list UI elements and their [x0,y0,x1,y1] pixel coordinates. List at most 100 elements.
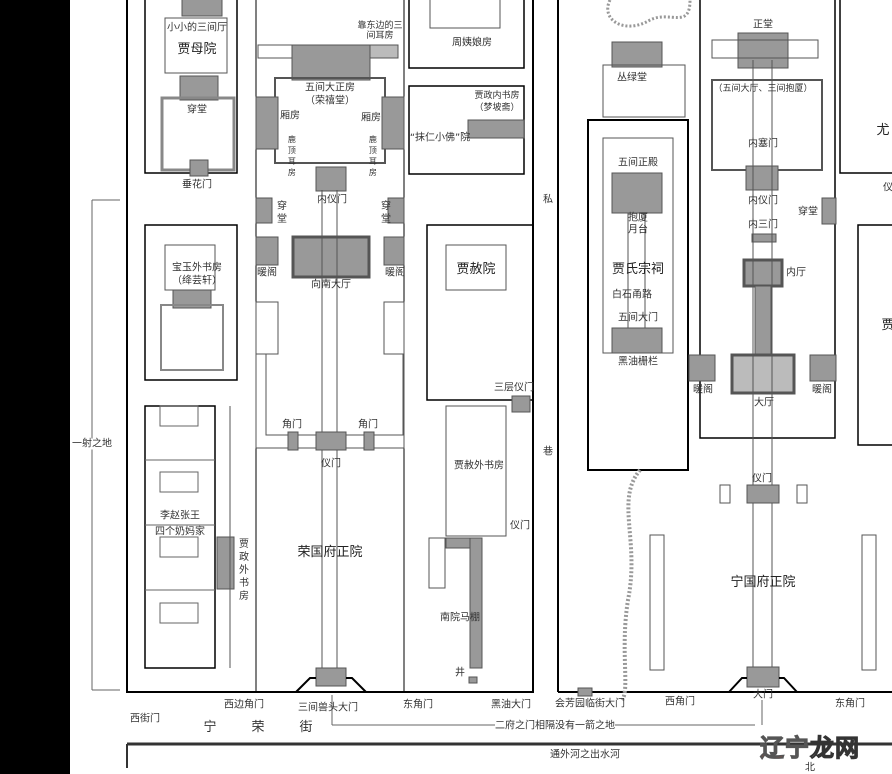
xiangfang-left [255,96,279,150]
front-gate-wall [295,677,367,693]
jiashe-hall [445,244,507,291]
zhengtang-block [737,32,789,69]
conglu-yard [602,64,686,118]
garden-stream [620,468,642,702]
chuantang-left [255,197,273,224]
label-stone-path: 白石甬路 [612,289,652,301]
label-jiashe-study: 贾赦外书房 [454,460,504,472]
label-jia: 贾 [881,317,892,333]
jiaomen-right-block [363,431,375,451]
jiamu-hall [164,17,228,74]
black-margin [0,0,70,774]
label-east-gate: 东角门 [403,699,433,711]
label-chuihuamen: 垂花门 [182,179,212,191]
label-north: 北 [805,762,815,774]
label-jiaomen-left: 角门 [282,419,302,431]
label-yimen: 仪门 [321,458,341,470]
label-study: 贾政内书房 [474,91,520,102]
label-jiaomen-right: 角门 [358,419,378,431]
label-nuange-left: 暖阁 [257,267,277,279]
label-baoyu-study: 宝玉外书房 [172,262,222,274]
nuange-left [255,236,279,266]
label-erfang-left: 鹿顶耳房 [287,135,297,179]
watermark-part-2: 龙网 [810,734,860,763]
chuantang-right [387,197,405,224]
label-street-2: 荣 [251,719,265,735]
watermark-logo: 辽宁龙网 [760,728,860,763]
well-icon [468,676,478,684]
main-hall-wing [257,44,293,59]
garden-gate-block [577,687,593,697]
label-yimen-east: 仪门 [510,520,530,532]
jiashe-study-yard [445,405,507,537]
label-gate-ng: 大门 [753,689,773,701]
neisanmen-block [751,233,777,243]
label-garden-gate: 会芳园临街大门 [555,698,625,710]
chuihuamen-block [189,159,209,177]
label-you: 尤 [876,122,890,138]
label-neiyimen-ng: 内仪门 [748,195,778,207]
label-conglu-hall: 丛绿堂 [617,72,647,84]
nuange-right [383,236,405,266]
label-baoyu-study-name: （绛芸轩） [172,275,222,287]
label-main-hall-name: （荣禧堂） [305,95,355,107]
label-south-hall: 向南大厅 [311,279,351,291]
label-nuange-right-ng: 暖阁 [812,384,832,396]
label-black-gate: 黑油大门 [491,699,531,711]
label-zhou-room: 周姨娘房 [452,37,492,49]
label-stable: 南院马棚 [440,612,480,624]
label-hall-ng: 大厅 [754,397,774,409]
label-fence: 黑油栅栏 [618,356,658,368]
label-small-hall: 小小的三间厅 [167,22,227,34]
jiamu-hall-top [181,0,223,17]
south-hall-block [291,235,371,279]
jiaomen-left-block [287,431,299,451]
main-hall-wing-r [369,44,399,59]
label-neisaimen: 内塞门 [748,138,778,150]
zhengdian-block [611,172,663,214]
label-nanny-2: 四个奶妈家 [155,526,205,538]
label-zhengtang: 正堂 [753,19,773,31]
label-neiyimen: 内仪门 [317,194,347,206]
label-west-gate: 西边角门 [224,699,264,711]
label-big-hall: （五间大厅、三间抱厦） [713,84,813,95]
label-jiamu-courtyard: 贾母院 [177,41,217,57]
jiamu-chuantang-block [179,75,219,101]
baoyu-block [172,289,212,309]
zhou-courtyard [408,0,525,69]
neiyimen-block [315,166,347,192]
sanceng-yimen-block [511,395,531,413]
label-lane-2: 巷 [543,446,553,458]
study-block [467,119,525,139]
label-chuantang-right: 穿堂 [378,200,390,226]
label-yi: 仪 [883,182,892,194]
label-street-1: 宁 [203,719,217,735]
jia-courtyard [857,224,892,446]
label-baosha: 抱厦 [628,212,648,224]
label-damen: 五间大门 [618,312,658,324]
label-inner-hall: 内厅 [786,267,806,279]
gate-block-ng [746,666,780,688]
label-main-hall: 五间大正房 [305,82,355,94]
label-chuantang-ng: 穿堂 [798,206,818,218]
label-xiangfang-left: 厢房 [280,110,300,122]
stable-long [469,537,483,669]
yimen-block [315,431,347,451]
label-west-gate-ng: 西角门 [665,696,695,708]
label-lane-1: 私 [543,194,553,206]
label-sanceng-yimen: 三层仪门 [494,382,534,394]
label-buddha-yard: “抹仁小佛”院 [409,132,471,144]
label-jiashe-courtyard: 贾赦院 [456,261,496,277]
inner-hall-block [742,258,784,288]
label-rongguo-main-yard: 荣国府正院 [297,544,363,560]
chuantang-block-ng [821,197,837,225]
label-east-erfang: 靠东边的三间耳房 [357,21,403,41]
yimen-block-ng [746,484,780,504]
label-street-3: 街 [299,719,313,735]
label-nuange-left-ng: 暖阁 [693,384,713,396]
label-yuetai: 月台 [628,224,648,236]
garden-rockery [606,0,692,28]
damen-block [611,327,663,354]
jiazheng-study-block [216,536,235,590]
